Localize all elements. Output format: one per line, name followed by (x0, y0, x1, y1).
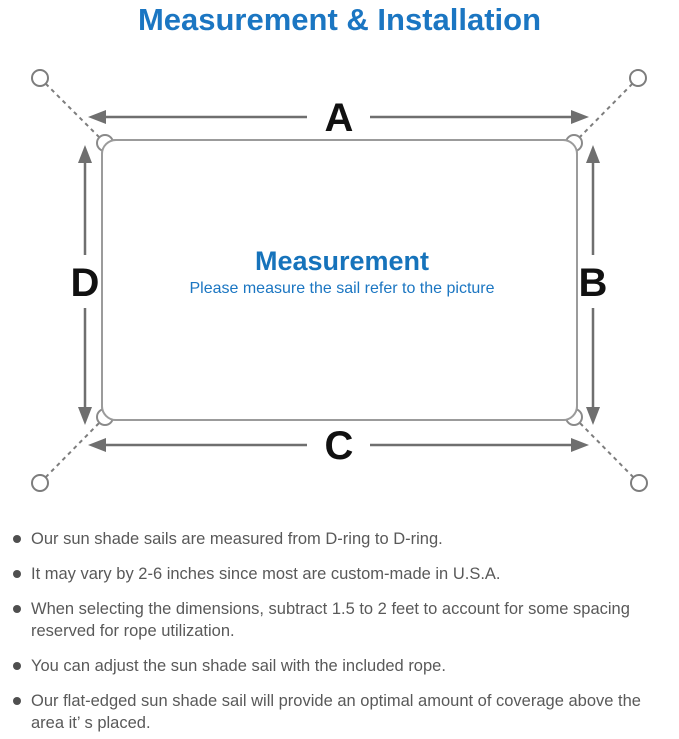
note-item-coverage: Our flat-edged sun shade sail will provi… (12, 690, 662, 734)
anchor-ring-top-right-icon (629, 69, 647, 87)
arrowhead-d-bottom-icon (78, 407, 92, 425)
dimension-label-a: A (325, 96, 354, 140)
arrowhead-b-top-icon (586, 145, 600, 163)
diagram-center-subtitle: Please measure the sail refer to the pic… (189, 280, 494, 297)
dimension-label-d: D (71, 261, 100, 305)
arrowhead-a-left-icon (88, 110, 106, 124)
anchor-ring-bottom-right-icon (630, 474, 648, 492)
rope-dashed-lines (39, 77, 640, 484)
measurement-notes-list: Our sun shade sails are measured from D-… (12, 528, 670, 739)
anchor-rings (31, 69, 648, 492)
rope-top-left (39, 77, 105, 143)
anchor-ring-bottom-left-icon (31, 474, 49, 492)
diagram-center-heading: Measurement (255, 246, 429, 276)
measurement-arrows (78, 110, 600, 452)
sail-rectangle-border-overlay (101, 139, 578, 421)
rope-bottom-right (574, 417, 640, 484)
sail-measurement-diagram: A B C D Measurement Please measure the s… (31, 69, 648, 492)
arrowhead-c-right-icon (571, 438, 589, 452)
note-item-vary-inches: It may vary by 2-6 inches since most are… (12, 563, 662, 585)
arrowhead-c-left-icon (88, 438, 106, 452)
rope-top-right (574, 77, 639, 143)
note-item-dring-measure: Our sun shade sails are measured from D-… (12, 528, 662, 550)
arrowhead-a-right-icon (571, 110, 589, 124)
arrowhead-b-bottom-icon (586, 407, 600, 425)
arrowhead-d-top-icon (78, 145, 92, 163)
note-item-adjust-rope: You can adjust the sun shade sail with t… (12, 655, 662, 677)
note-item-subtract-feet: When selecting the dimensions, subtract … (12, 598, 662, 642)
anchor-ring-top-left-icon (31, 69, 49, 87)
rope-bottom-left (39, 417, 105, 484)
page-title: Measurement & Installation (137, 2, 542, 37)
dimension-label-b: B (579, 261, 608, 305)
dimension-label-c: C (325, 424, 354, 468)
